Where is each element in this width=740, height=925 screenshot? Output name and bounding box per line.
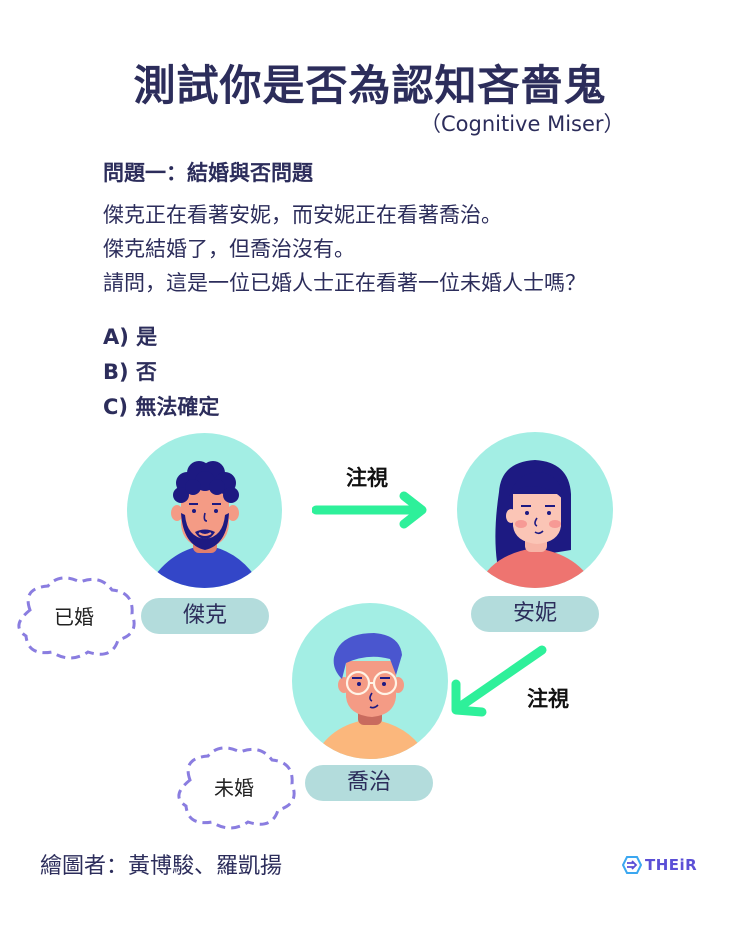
option-c: C) 無法確定 bbox=[103, 395, 220, 419]
name-pill-annie: 安妮 bbox=[471, 596, 599, 632]
arrow-right-icon bbox=[312, 491, 427, 529]
page-subtitle: （Cognitive Miser） bbox=[420, 112, 625, 136]
page-title: 測試你是否為認知吝嗇鬼 bbox=[133, 61, 607, 110]
illustrator-credit: 繪圖者：黃博駿、羅凱揚 bbox=[40, 854, 283, 879]
cloud-bubble-married-icon bbox=[17, 576, 136, 660]
arrow-label-look-1: 注視 bbox=[346, 466, 388, 490]
option-a: A) 是 bbox=[103, 325, 158, 349]
annie-avatar bbox=[457, 432, 613, 588]
george-illustration bbox=[314, 633, 428, 759]
their-logo-icon bbox=[622, 856, 642, 874]
name-pill-george: 喬治 bbox=[305, 765, 433, 801]
question-heading: 問題一：結婚與否問題 bbox=[103, 161, 313, 185]
status-married: 已婚 bbox=[54, 605, 94, 629]
option-b: B) 否 bbox=[103, 360, 157, 384]
their-logo-text: THEiR bbox=[645, 856, 698, 874]
jack-illustration bbox=[147, 461, 262, 588]
arrow-down-left-icon bbox=[451, 645, 547, 717]
question-line: 請問，這是一位已婚人士正在看著一位未婚人士嗎？ bbox=[103, 271, 586, 295]
jack-avatar bbox=[127, 433, 282, 588]
arrow-label-look-2: 注視 bbox=[527, 687, 569, 711]
annie-illustration bbox=[477, 460, 595, 588]
question-body: 傑克正在看著安妮，而安妮正在看著喬治。 傑克結婚了，但喬治沒有。 請問，這是一位… bbox=[103, 198, 586, 300]
question-line: 傑克結婚了，但喬治沒有。 bbox=[103, 237, 355, 261]
answer-options: A) 是 B) 否 C) 無法確定 bbox=[103, 320, 219, 425]
question-line: 傑克正在看著安妮，而安妮正在看著喬治。 bbox=[103, 203, 502, 227]
status-unmarried: 未婚 bbox=[214, 776, 254, 800]
cloud-bubble-unmarried-icon bbox=[177, 746, 296, 830]
their-logo: THEiR bbox=[622, 856, 697, 874]
name-pill-jack: 傑克 bbox=[141, 598, 269, 634]
george-avatar bbox=[292, 603, 448, 759]
